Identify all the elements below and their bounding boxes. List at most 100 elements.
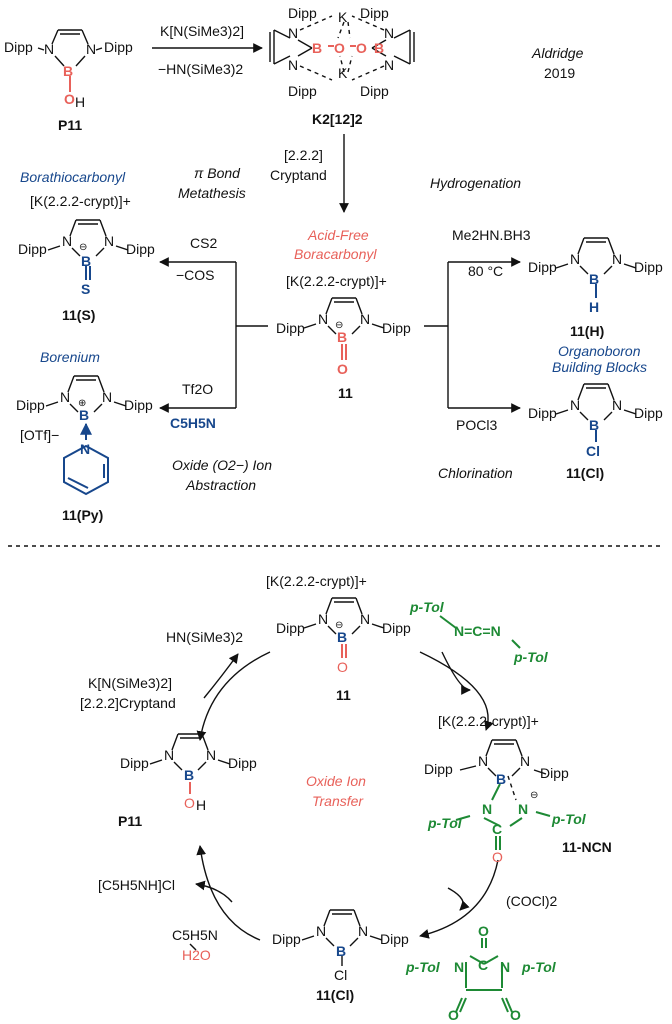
reagent-kn: K[N(SiMe3)2]	[160, 23, 244, 39]
atom-n: N	[612, 251, 622, 267]
byproduct-pyhcl: [C5H5NH]Cl	[98, 877, 175, 893]
ptol-label: p-Tol	[551, 811, 587, 827]
metathesis-label: Metathesis	[178, 185, 246, 201]
atom-n: N	[102, 389, 112, 405]
dipp-label: Dipp	[360, 5, 389, 21]
reagent-cryptand: [2.2.2]	[284, 147, 323, 163]
atom-b: B	[81, 253, 91, 269]
atom-b: B	[79, 407, 89, 423]
compound-label-11h: 11(H)	[570, 323, 604, 339]
dipp-label: Dipp	[272, 931, 301, 947]
compound-label-11ncn: 11-NCN	[562, 839, 612, 855]
atom-n: N	[570, 251, 580, 267]
dipp-label: Dipp	[18, 241, 47, 257]
building-blocks-label: Building Blocks	[552, 359, 647, 375]
charge-minus: ⊖	[79, 242, 87, 253]
atom-n: N	[384, 25, 394, 41]
atom-n: N	[104, 233, 114, 249]
dipp-label: Dipp	[228, 755, 257, 771]
atom-n: N	[500, 959, 510, 975]
compound-label-11cl: 11(Cl)	[316, 987, 354, 1003]
molecule-11-ncn: [K(2.2.2-crypt)]+ N N B N N ⊖ C O Dipp D…	[424, 713, 612, 865]
reagent-c5h5n-cycle: C5H5N	[172, 927, 218, 943]
oxide-abstraction-label: Oxide (O2−) Ion	[172, 457, 272, 473]
atom-n: N	[318, 611, 328, 627]
year-label: 2019	[544, 65, 575, 81]
atom-b: B	[312, 40, 322, 56]
author-label: Aldridge	[531, 45, 584, 61]
ptol-label: p-Tol	[521, 959, 557, 975]
atom-b: B	[496, 771, 506, 787]
atom-b: B	[336, 943, 346, 959]
reagent-me2hnbh3: Me2HN.BH3	[452, 227, 531, 243]
dipp-label: Dipp	[528, 259, 557, 275]
molecule-11-py: Borenium N N B N ⊕ Dipp Dipp [OTf]− 11(P…	[16, 349, 272, 523]
byproduct-cos: −COS	[176, 267, 215, 283]
atom-o: O	[337, 659, 348, 675]
atom-b: B	[374, 40, 384, 56]
atom-o: O	[510, 1007, 521, 1023]
dipp-label: Dipp	[288, 83, 317, 99]
molecule-11-cl: N N B Cl Dipp Dipp 11(Cl)	[528, 383, 663, 481]
atom-n: N	[360, 311, 370, 327]
atom-n: N	[478, 753, 488, 769]
atom-n: N	[44, 41, 54, 57]
acid-free-label: Acid-Free	[307, 227, 369, 243]
ptol-label: p-Tol	[513, 649, 549, 665]
atom-o: O	[478, 923, 489, 939]
dipp-label: Dipp	[276, 320, 305, 336]
atom-o: O	[334, 40, 345, 56]
atom-n: N	[62, 233, 72, 249]
atom-o: O	[184, 795, 195, 811]
atom-n: N	[482, 801, 492, 817]
chlorination-label: Chlorination	[438, 465, 513, 481]
atom-cl: Cl	[586, 443, 600, 459]
borenium-label: Borenium	[40, 349, 100, 365]
molecule-11-cycle: [K(2.2.2-crypt)]+ N N B O ⊖ Dipp Dipp 11	[266, 573, 411, 703]
oxalyl-label: (COCl)2	[506, 893, 558, 909]
dipp-label: Dipp	[380, 931, 409, 947]
molecule-p11-cycle: N N B O H Dipp Dipp P11	[118, 733, 257, 829]
ptol-label: p-Tol	[405, 959, 441, 975]
oxide-transfer-label: Oxide Ion	[306, 773, 366, 789]
atom-n: N	[360, 611, 370, 627]
dipp-label: Dipp	[104, 39, 133, 55]
atom-b: B	[337, 329, 347, 345]
byproduct-hn-cycle: HN(SiMe3)2	[166, 629, 243, 645]
atom-n: N	[612, 397, 622, 413]
compound-label-11cl: 11(Cl)	[566, 465, 604, 481]
compound-label-k2-12-2: K2[12]2	[312, 111, 363, 127]
dipp-label: Dipp	[540, 765, 569, 781]
atom-o: O	[356, 40, 367, 56]
molecule-11-h: N N B H Dipp Dipp 11(H) Organoboron Buil…	[528, 237, 663, 375]
dipp-label: Dipp	[424, 761, 453, 777]
atom-n: N	[60, 389, 70, 405]
dipp-label: Dipp	[288, 5, 317, 21]
atom-b: B	[184, 767, 194, 783]
atom-n: N	[520, 753, 530, 769]
atom-n: N	[454, 959, 464, 975]
dipp-label: Dipp	[360, 83, 389, 99]
atom-cl: Cl	[334, 967, 347, 983]
atom-k: K	[338, 9, 348, 25]
dipp-label: Dipp	[120, 755, 149, 771]
reagent-oxalyl-chloride: (COCl)2 O C N N O O p-Tol p-Tol	[405, 893, 558, 1023]
reagent-cs2: CS2	[190, 235, 217, 251]
atom-b: B	[589, 271, 599, 287]
atom-n: N	[206, 747, 216, 763]
boracarbonyl-label: Boracarbonyl	[294, 246, 377, 262]
reagent-pocl3: POCl3	[456, 417, 497, 433]
atom-n: N	[164, 747, 174, 763]
branch-left: CS2 −COS Tf2O C5H5N	[159, 235, 268, 431]
dipp-label: Dipp	[382, 320, 411, 336]
counterion-label: [K(2.2.2-crypt)]+	[30, 193, 131, 209]
compound-label-11s: 11(S)	[62, 307, 95, 323]
atom-b: B	[63, 63, 73, 79]
dipp-label: Dipp	[124, 397, 153, 413]
compound-label-11: 11	[338, 385, 353, 401]
atom-n: N	[518, 801, 528, 817]
dipp-label: Dipp	[528, 405, 557, 421]
molecule-k2-12-2: Dipp Dipp Dipp Dipp N N N N B O O B K K …	[269, 5, 415, 127]
molecule-11-cl-cycle: N N B Cl Dipp Dipp 11(Cl)	[272, 909, 409, 1003]
catalytic-cycle-arrows	[195, 651, 499, 941]
